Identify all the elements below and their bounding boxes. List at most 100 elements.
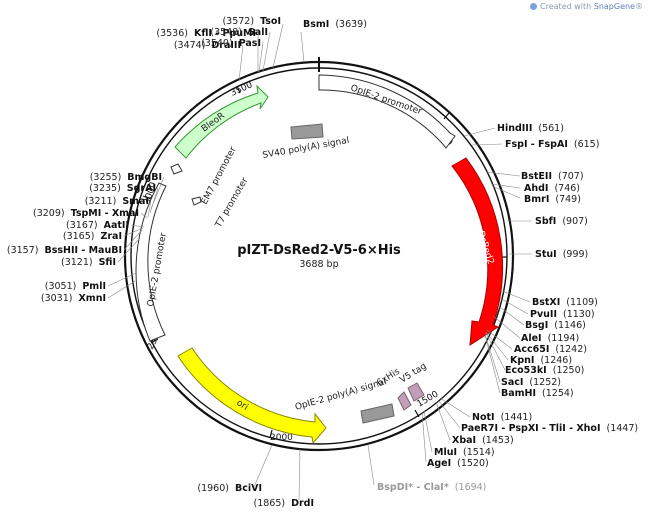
feature-dsred2 [451,157,503,346]
site-name: TspMI - XmaI [71,208,139,219]
site-position: (3121) [61,257,93,268]
site-position: (1865) [254,498,286,509]
site-alei: AleI(1194) [521,333,579,344]
site-name: DraIII [211,40,241,51]
site-xbai: XbaI (1453) [452,435,514,446]
site-leader-line [123,227,144,237]
site-aatii: (3167)AatII [66,220,129,231]
site-leader-line [496,304,525,326]
feature-em7-promoter [170,163,183,175]
site-smai: (3211)SmaI [85,196,149,207]
site-kfli: (3536)KflI - PpuMI [156,28,256,39]
site-leader-line [501,290,531,303]
site-ahdi: AhdI (746) [524,183,580,194]
site-name: BstEII [521,171,552,182]
site-eco53ki: Eco53kI(1250) [505,365,584,376]
site-leader-line [107,272,137,287]
site-bamhi: BamHI(1254) [501,388,574,399]
site-noti: NotI(1441) [472,412,532,423]
site-position: (3548) [210,27,242,38]
watermark-suffix: ® [635,2,643,11]
tick-mark [414,409,420,418]
site-position: (1441) [501,412,533,423]
site-leader-line [492,315,521,339]
site-name: SbfI [535,216,556,227]
site-leader-line [499,297,529,315]
site-position: (3157) [7,245,39,256]
site-sbfi: SbfI(907) [535,216,588,227]
site-position: (1254) [542,388,574,399]
site-position: (999) [563,249,589,260]
site-position: (615) [574,139,600,150]
site-position: (3255) [90,172,122,183]
site-name: BsgI [525,320,548,331]
site-name: BciVI [235,483,262,494]
site-name: Acc65I [514,344,549,355]
site-position: (1130) [563,309,595,320]
tick-mark [150,338,159,344]
site-position: (1447) [606,423,638,434]
site-name: MluI [434,447,457,458]
site-leader-line [107,280,136,299]
site-leader-lines [107,23,532,501]
site-pvuii: PvuII(1130) [530,309,595,320]
site-bspdi-clai: BspDI* - ClaI* (1694) [377,482,486,493]
site-leader-line [150,176,165,210]
site-name: BmgBI [127,172,162,183]
site-name: AhdI [524,183,548,194]
site-name: SgrAI [127,183,156,194]
site-bsgi: BsgI(1146) [525,320,586,331]
site-agei: AgeI(1520) [427,458,489,469]
feature-label-opie2-promoter-left: OpIE-2 promoter [146,232,169,308]
site-position: (3474) [174,40,206,51]
site-position: (746) [554,183,580,194]
site-hindiii: HindIII(561) [497,123,564,134]
site-leader-line [423,410,433,453]
site-position: (1453) [482,435,514,446]
site-name: PasI [239,38,261,49]
site-position: (3540) [201,38,233,49]
site-leader-line [367,444,375,486]
watermark-brand: SnapGene [593,2,635,11]
site-leader-line [140,212,148,219]
site-position: (1694) [455,482,487,493]
site-xmni: (3031) XmnI [41,293,106,304]
site-position: (1109) [566,297,598,308]
site-kpni: KpnI (1246) [510,355,572,366]
site-leader-line [117,237,141,263]
site-name: XbaI [452,435,476,446]
feature-bleor [174,84,269,159]
watermark-prefix: Created with [540,2,594,11]
site-name: StuI [535,249,557,260]
site-leader-line [485,332,506,371]
site-bstxi: BstXI (1109) [532,297,598,308]
site-name: SacI [501,377,523,388]
feature-ori [177,347,327,445]
site-fspi: FspI - FspAI(615) [505,139,599,150]
site-sgrai: (3235)SgrAI [89,183,156,194]
site-position: (1252) [529,377,561,388]
site-position: (1246) [540,355,572,366]
site-position: (3031) [41,293,73,304]
feature-6xhis [397,391,412,411]
site-name: SfiI [99,257,116,268]
site-bsteii: BstEII(707) [521,171,584,182]
site-position: (1960) [197,483,229,494]
site-name: KpnI [510,355,534,366]
site-name: BssHII - MauBI [44,245,122,256]
site-position: (749) [555,194,581,205]
site-leader-line [484,334,501,394]
site-sfii: (3121) SfiI [61,257,116,268]
site-stui: StuI (999) [535,249,588,260]
site-name: BspDI* - ClaI* [377,482,449,493]
site-position: (1242) [555,344,587,355]
feature-sv40-polya [290,123,324,140]
site-name: XmnI [78,293,106,304]
site-name: DrdI [291,498,314,509]
plasmid-size: 3688 bp [299,259,338,270]
site-name: BstXI [532,297,560,308]
site-leader-line [130,224,145,228]
feature-v5-tag [407,382,425,402]
site-sali: (3548)SalI [210,27,268,38]
site-pasi: (3540) PasI [201,38,261,49]
